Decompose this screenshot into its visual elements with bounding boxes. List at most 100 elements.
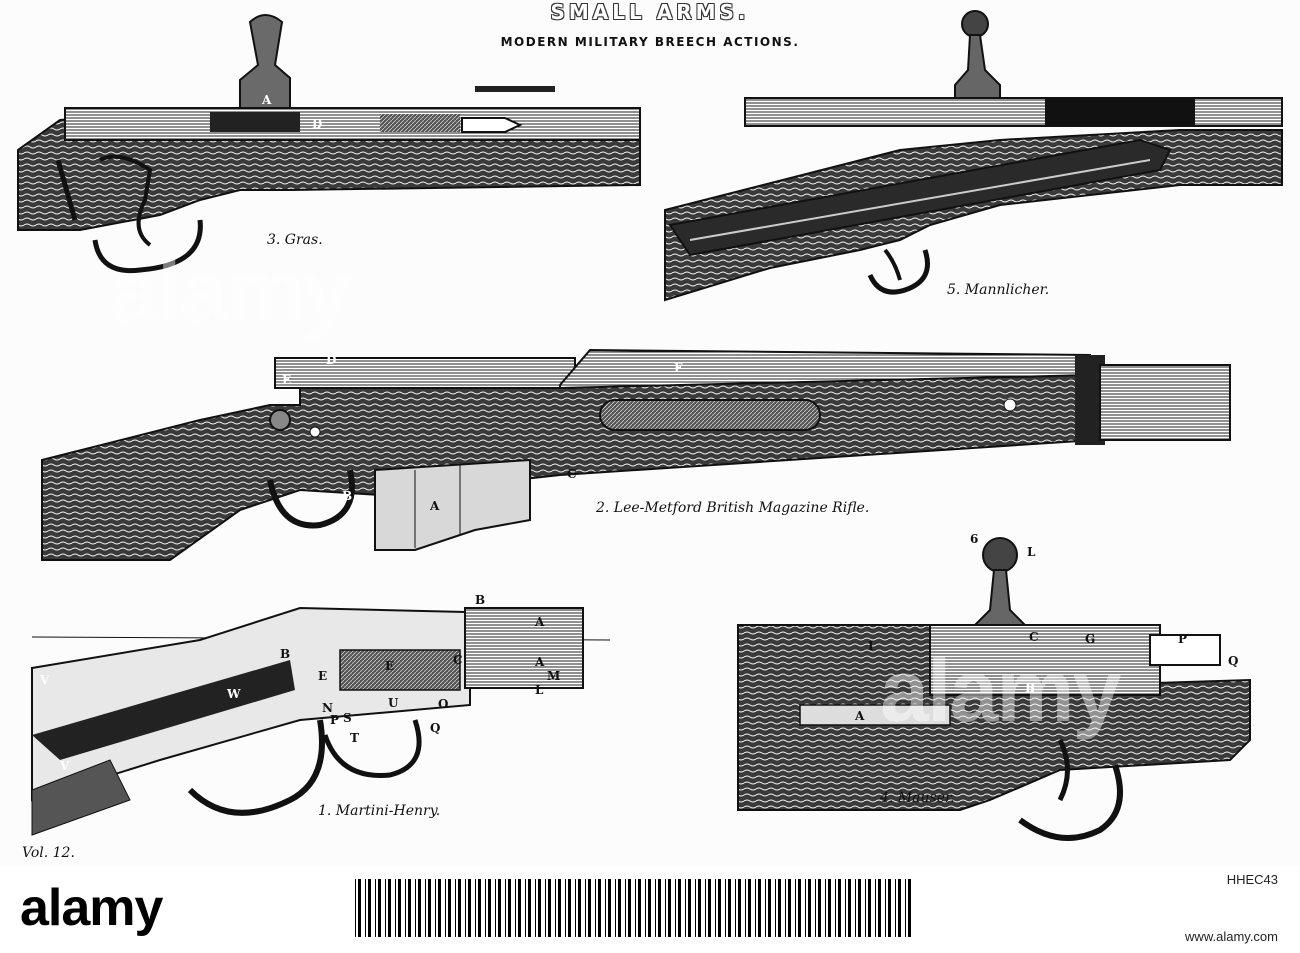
watermark-text: alamy [110,241,352,340]
barcode-bar [468,879,471,937]
barcode-bar [688,879,691,937]
barcode-bar [658,879,661,937]
barcode-bar [808,879,811,937]
martini-label-e-1: E [385,659,394,673]
mauser-label-6: 6 [970,532,978,546]
mauser-label-b: B [1025,681,1035,695]
barcode-bar [508,879,511,937]
barcode-bar [738,879,741,937]
barcode-bar [445,879,446,937]
barcode-bar [588,879,591,937]
barcode-bar [818,879,821,937]
barcode-bar [595,879,596,937]
barcode-bar [425,879,426,937]
martini-label-m: M [547,669,560,683]
barcode-bar [765,879,766,937]
barcode-bar [885,879,886,937]
martini-label-w: W [226,687,241,701]
barcode-bar [528,879,531,937]
barcode-bar [748,879,751,937]
mauser-label-a: A [854,709,865,723]
mannlicher-rifle-drawing [664,10,1283,302]
stock-logo: alamy [20,879,163,937]
mauser-label-p: P [1178,632,1187,646]
barcode-bar [745,879,746,937]
barcode-bar [485,879,486,937]
barcode-bar [785,879,786,937]
barcode-bar [865,879,866,937]
barcode-bar [435,879,436,937]
barcode-bar [825,879,826,937]
martini-label-a-1: A [534,615,545,629]
barcode-bar [878,879,881,937]
barcode-bar [478,879,481,937]
barcode-bar [538,879,541,937]
barcode-bar [755,879,756,937]
barcode-bar [828,879,831,937]
barcode-bar [895,879,896,937]
barcode-bar [378,879,381,937]
martini-label-o: O [438,697,448,711]
martini-label-a-2: A [534,655,545,669]
barcode-bar [405,879,406,937]
barcode-bar [835,879,836,937]
barcode-bar [375,879,376,937]
barcode-bar [805,879,806,937]
barcode-bar [575,879,576,937]
barcode-bar [685,879,686,937]
mauser-label-q: Q [1228,654,1238,668]
barcode-bar [585,879,586,937]
barcode-bar [795,879,796,937]
barcode-bar [675,879,676,937]
barcode-bar [578,879,581,937]
plate-title: SMALL ARMS. [550,0,750,24]
gras-action-illustration: A D D E F A B C B A A M L B E C E V W V … [17,10,1283,841]
barcode-bar [418,879,421,937]
martini-label-n: N [322,701,333,715]
gras-label-d: D [312,117,322,131]
barcode-bar [398,879,401,937]
mauser-label-g: G [1085,632,1095,646]
martini-henry-caption: 1. Martini-Henry. [318,803,441,819]
barcode-bar [855,879,856,937]
barcode-bar [905,879,906,937]
barcode-bar [708,879,711,937]
barcode-bar [798,879,801,937]
barcode-bar [495,879,496,937]
barcode-graphic [355,879,911,937]
barcode-bar [518,879,521,937]
barcode-bar [758,879,761,937]
mauser-label-i: I [868,639,874,653]
volume-label: Vol. 12. [22,845,75,861]
barcode-bar [715,879,716,937]
barcode-bar [525,879,526,937]
lee-label-c: C [567,467,577,481]
barcode-bar [368,879,371,937]
gras-label-a: A [261,93,272,107]
barcode-bar [618,879,621,937]
martini-label-s: S [343,711,352,725]
barcode-bar [545,879,546,937]
barcode-bar [358,879,361,937]
martini-label-p: P [330,713,339,727]
barcode-bar [408,879,411,937]
barcode-bar [548,879,551,937]
martini-label-c: C [453,653,463,667]
barcode-bar [668,879,671,937]
barcode-bar [698,879,701,937]
barcode-bar [788,879,791,937]
barcode-bar [888,879,891,937]
watermark-text: alamy [880,641,1122,740]
barcode-bar [718,879,721,937]
martini-label-q: Q [430,721,440,735]
lee-metford-caption: 2. Lee-Metford British Magazine Rifle. [596,500,870,516]
barcode-bar [778,879,781,937]
barcode-bar [475,879,476,937]
barcode-bar [625,879,626,937]
barcode-bar [568,879,571,937]
barcode-bar [655,879,656,937]
barcode-bar [488,879,491,937]
mannlicher-caption: 5. Mannlicher. [947,282,1050,298]
barcode-bar [815,879,816,937]
martini-henry-rifle-drawing [31,606,611,836]
